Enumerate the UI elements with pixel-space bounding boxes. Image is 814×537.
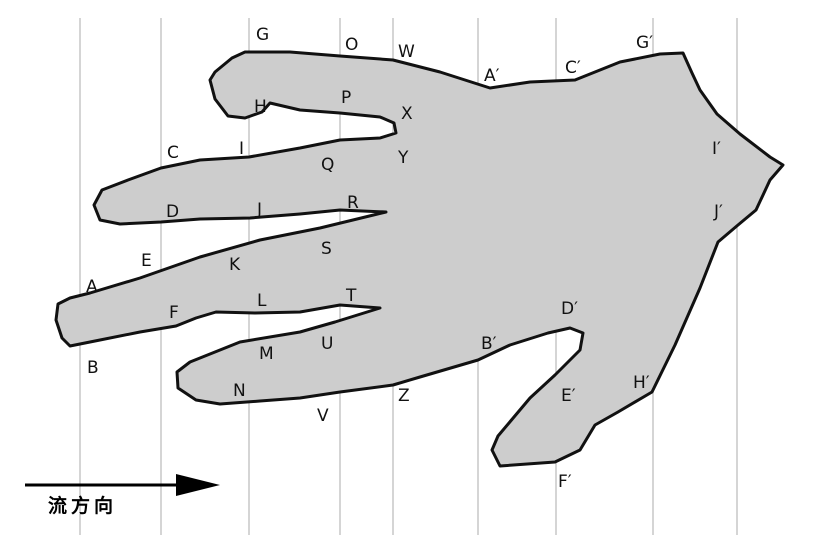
point-label-n: N xyxy=(233,381,246,401)
point-label-m: M xyxy=(259,344,274,364)
point-label-o: O xyxy=(345,35,358,55)
point-label-r: R xyxy=(347,193,359,213)
point-label-k: K xyxy=(229,255,241,275)
point-label-c: C xyxy=(167,143,179,163)
hand-shape xyxy=(54,50,785,468)
point-label-c-prime: C′ xyxy=(565,58,581,78)
point-label-p: P xyxy=(341,88,351,108)
point-label-e: E xyxy=(141,251,152,271)
point-label-j: J xyxy=(256,200,262,220)
point-label-a: A xyxy=(86,277,98,297)
point-label-b-prime: B′ xyxy=(481,334,497,354)
point-label-f: F xyxy=(169,303,179,323)
point-label-h: H xyxy=(254,97,267,117)
point-label-x: X xyxy=(401,104,413,124)
point-labels: G O W A′ C′ G′ H P X C I Q Y I′ D J R J′… xyxy=(86,25,723,492)
point-label-q: Q xyxy=(321,155,334,175)
point-label-g: G xyxy=(256,25,269,45)
point-label-j-prime: J′ xyxy=(713,202,723,222)
flow-direction-label: 流方向 xyxy=(48,494,117,517)
point-label-i-prime: I′ xyxy=(712,139,721,159)
point-label-f-prime: F′ xyxy=(558,472,572,492)
point-label-a-prime: A′ xyxy=(484,66,500,86)
point-label-d-prime: D′ xyxy=(561,299,578,319)
point-label-h-prime: H′ xyxy=(633,373,650,393)
point-label-z: Z xyxy=(398,386,410,406)
point-label-l: L xyxy=(257,291,267,311)
point-label-y: Y xyxy=(397,148,409,168)
flow-direction: 流方向 xyxy=(25,474,220,517)
point-label-v: V xyxy=(317,406,329,426)
point-label-i: I xyxy=(239,139,244,159)
point-label-s: S xyxy=(321,239,332,259)
point-label-w: W xyxy=(398,42,415,62)
point-label-d: D xyxy=(166,202,179,222)
flow-arrow-icon xyxy=(176,474,220,496)
point-label-b: B xyxy=(87,358,99,378)
point-label-u: U xyxy=(321,334,333,354)
point-label-t: T xyxy=(345,286,357,306)
point-label-e-prime: E′ xyxy=(561,386,576,406)
point-label-g-prime: G′ xyxy=(636,33,653,53)
